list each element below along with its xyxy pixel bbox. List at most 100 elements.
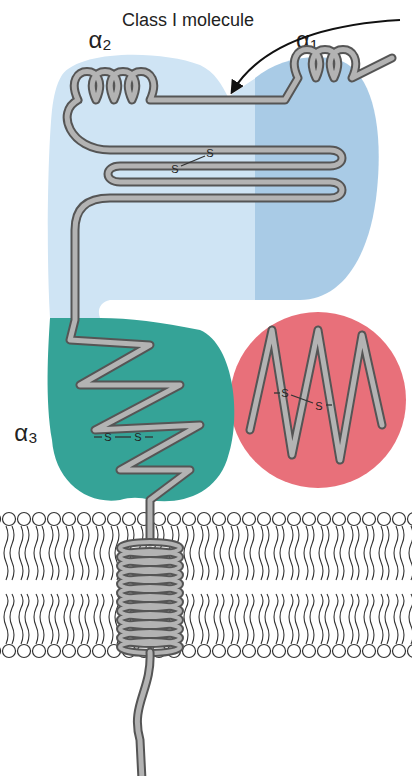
disulfide-label: S: [206, 147, 213, 159]
lipid-tail: [130, 594, 134, 644]
lipid-tail: [325, 526, 329, 580]
lipid-head: [63, 513, 76, 526]
lipid-tail: [100, 594, 104, 644]
lipid-tail: [40, 594, 44, 644]
helix-turn-outline: [120, 605, 180, 617]
lipid-head: [123, 645, 136, 658]
lipid-head: [48, 513, 61, 526]
lipid-tail: [100, 526, 104, 580]
lipid-tail: [334, 594, 338, 644]
lipid-tail: [4, 526, 8, 580]
disulfide-dash: [291, 395, 313, 403]
lipid-head: [138, 513, 151, 526]
lipid-head: [33, 645, 46, 658]
helix-turn-outline: [120, 569, 180, 581]
lipid-tail: [250, 594, 254, 644]
helix-turn-fill: [120, 551, 180, 563]
lipid-head: [168, 513, 181, 526]
lipid-tail: [379, 594, 383, 644]
domain-label: α₁: [296, 26, 318, 54]
lipid-head: [348, 645, 361, 658]
lipid-tail: [295, 526, 299, 580]
lipid-tail: [184, 526, 188, 580]
lipid-tail: [235, 526, 239, 580]
lipid-tail: [64, 526, 68, 580]
helix-turn-outline: [120, 623, 180, 635]
lipid-tail: [10, 526, 14, 580]
lipid-tail: [34, 526, 38, 580]
lipid-head: [273, 645, 286, 658]
disulfide-label: S: [171, 163, 178, 175]
disulfide-dash: [326, 404, 332, 405]
lipid-tail: [265, 594, 269, 644]
lipid-head: [288, 645, 301, 658]
lipid-head: [18, 513, 31, 526]
lipid-tail: [265, 526, 269, 580]
lipid-head: [393, 513, 406, 526]
lipid-tail: [370, 594, 374, 644]
lipid-tail: [409, 594, 412, 644]
helix-turn-outline: [120, 587, 180, 599]
domain-shape: [48, 55, 256, 318]
helix-turn-fill: [120, 578, 180, 590]
lipid-tail: [409, 526, 412, 580]
helix-turn-fill: [120, 587, 180, 599]
lipid-tail: [190, 526, 194, 580]
beta2-microglobulin-domain: [230, 312, 406, 488]
lipid-tail: [145, 594, 149, 644]
lipid-tail: [295, 594, 299, 644]
lipid-tail: [379, 526, 383, 580]
helix-turn-fill: [120, 623, 180, 635]
lipid-tail: [310, 526, 314, 580]
lipid-head: [363, 645, 376, 658]
lipid-head: [108, 645, 121, 658]
lipid-head: [63, 645, 76, 658]
lipid-tail: [40, 526, 44, 580]
lipid-head: [408, 513, 412, 526]
lipid-head: [258, 645, 271, 658]
cytoplasmic-tail-fill: [137, 652, 150, 776]
lipid-head: [288, 513, 301, 526]
lipid-tail: [115, 594, 119, 644]
lipid-tail: [250, 526, 254, 580]
lipid-head: [318, 645, 331, 658]
helix-turn-outline: [120, 596, 180, 608]
lipid-tail: [289, 594, 293, 644]
lipid-head: [183, 645, 196, 658]
lipid-head: [408, 645, 412, 658]
helix-turn-outline: [120, 578, 180, 590]
lipid-head: [153, 645, 166, 658]
lipid-tail: [154, 594, 158, 644]
helix-turn-outline: [120, 542, 180, 554]
lipid-head: [33, 513, 46, 526]
lipid-tail: [25, 594, 29, 644]
lipid-tail: [304, 594, 308, 644]
lipid-head: [228, 645, 241, 658]
helix-turn-fill: [120, 569, 180, 581]
lipid-tail: [49, 594, 53, 644]
lipid-tail: [19, 594, 23, 644]
lipid-head: [198, 513, 211, 526]
lipid-head: [318, 513, 331, 526]
lipid-tail: [160, 526, 164, 580]
lipid-head: [303, 513, 316, 526]
lipid-tail: [349, 526, 353, 580]
lipid-head: [198, 645, 211, 658]
helix-turn-fill: [120, 605, 180, 617]
lipid-tail: [340, 526, 344, 580]
lipid-tail: [214, 526, 218, 580]
lipid-bilayer: [0, 513, 412, 658]
disulfide-dash: [274, 392, 280, 393]
lipid-head: [273, 513, 286, 526]
lipid-head: [243, 513, 256, 526]
lipid-tail: [124, 594, 128, 644]
lipid-head: [213, 645, 226, 658]
lipid-head: [93, 645, 106, 658]
lipid-tail: [4, 594, 8, 644]
disulfide-label: S: [315, 400, 322, 412]
lipid-tail: [85, 526, 89, 580]
lipid-head: [48, 645, 61, 658]
lipid-tail: [214, 594, 218, 644]
alpha3-domain: α₃: [44, 314, 244, 510]
lipid-tail: [340, 594, 344, 644]
